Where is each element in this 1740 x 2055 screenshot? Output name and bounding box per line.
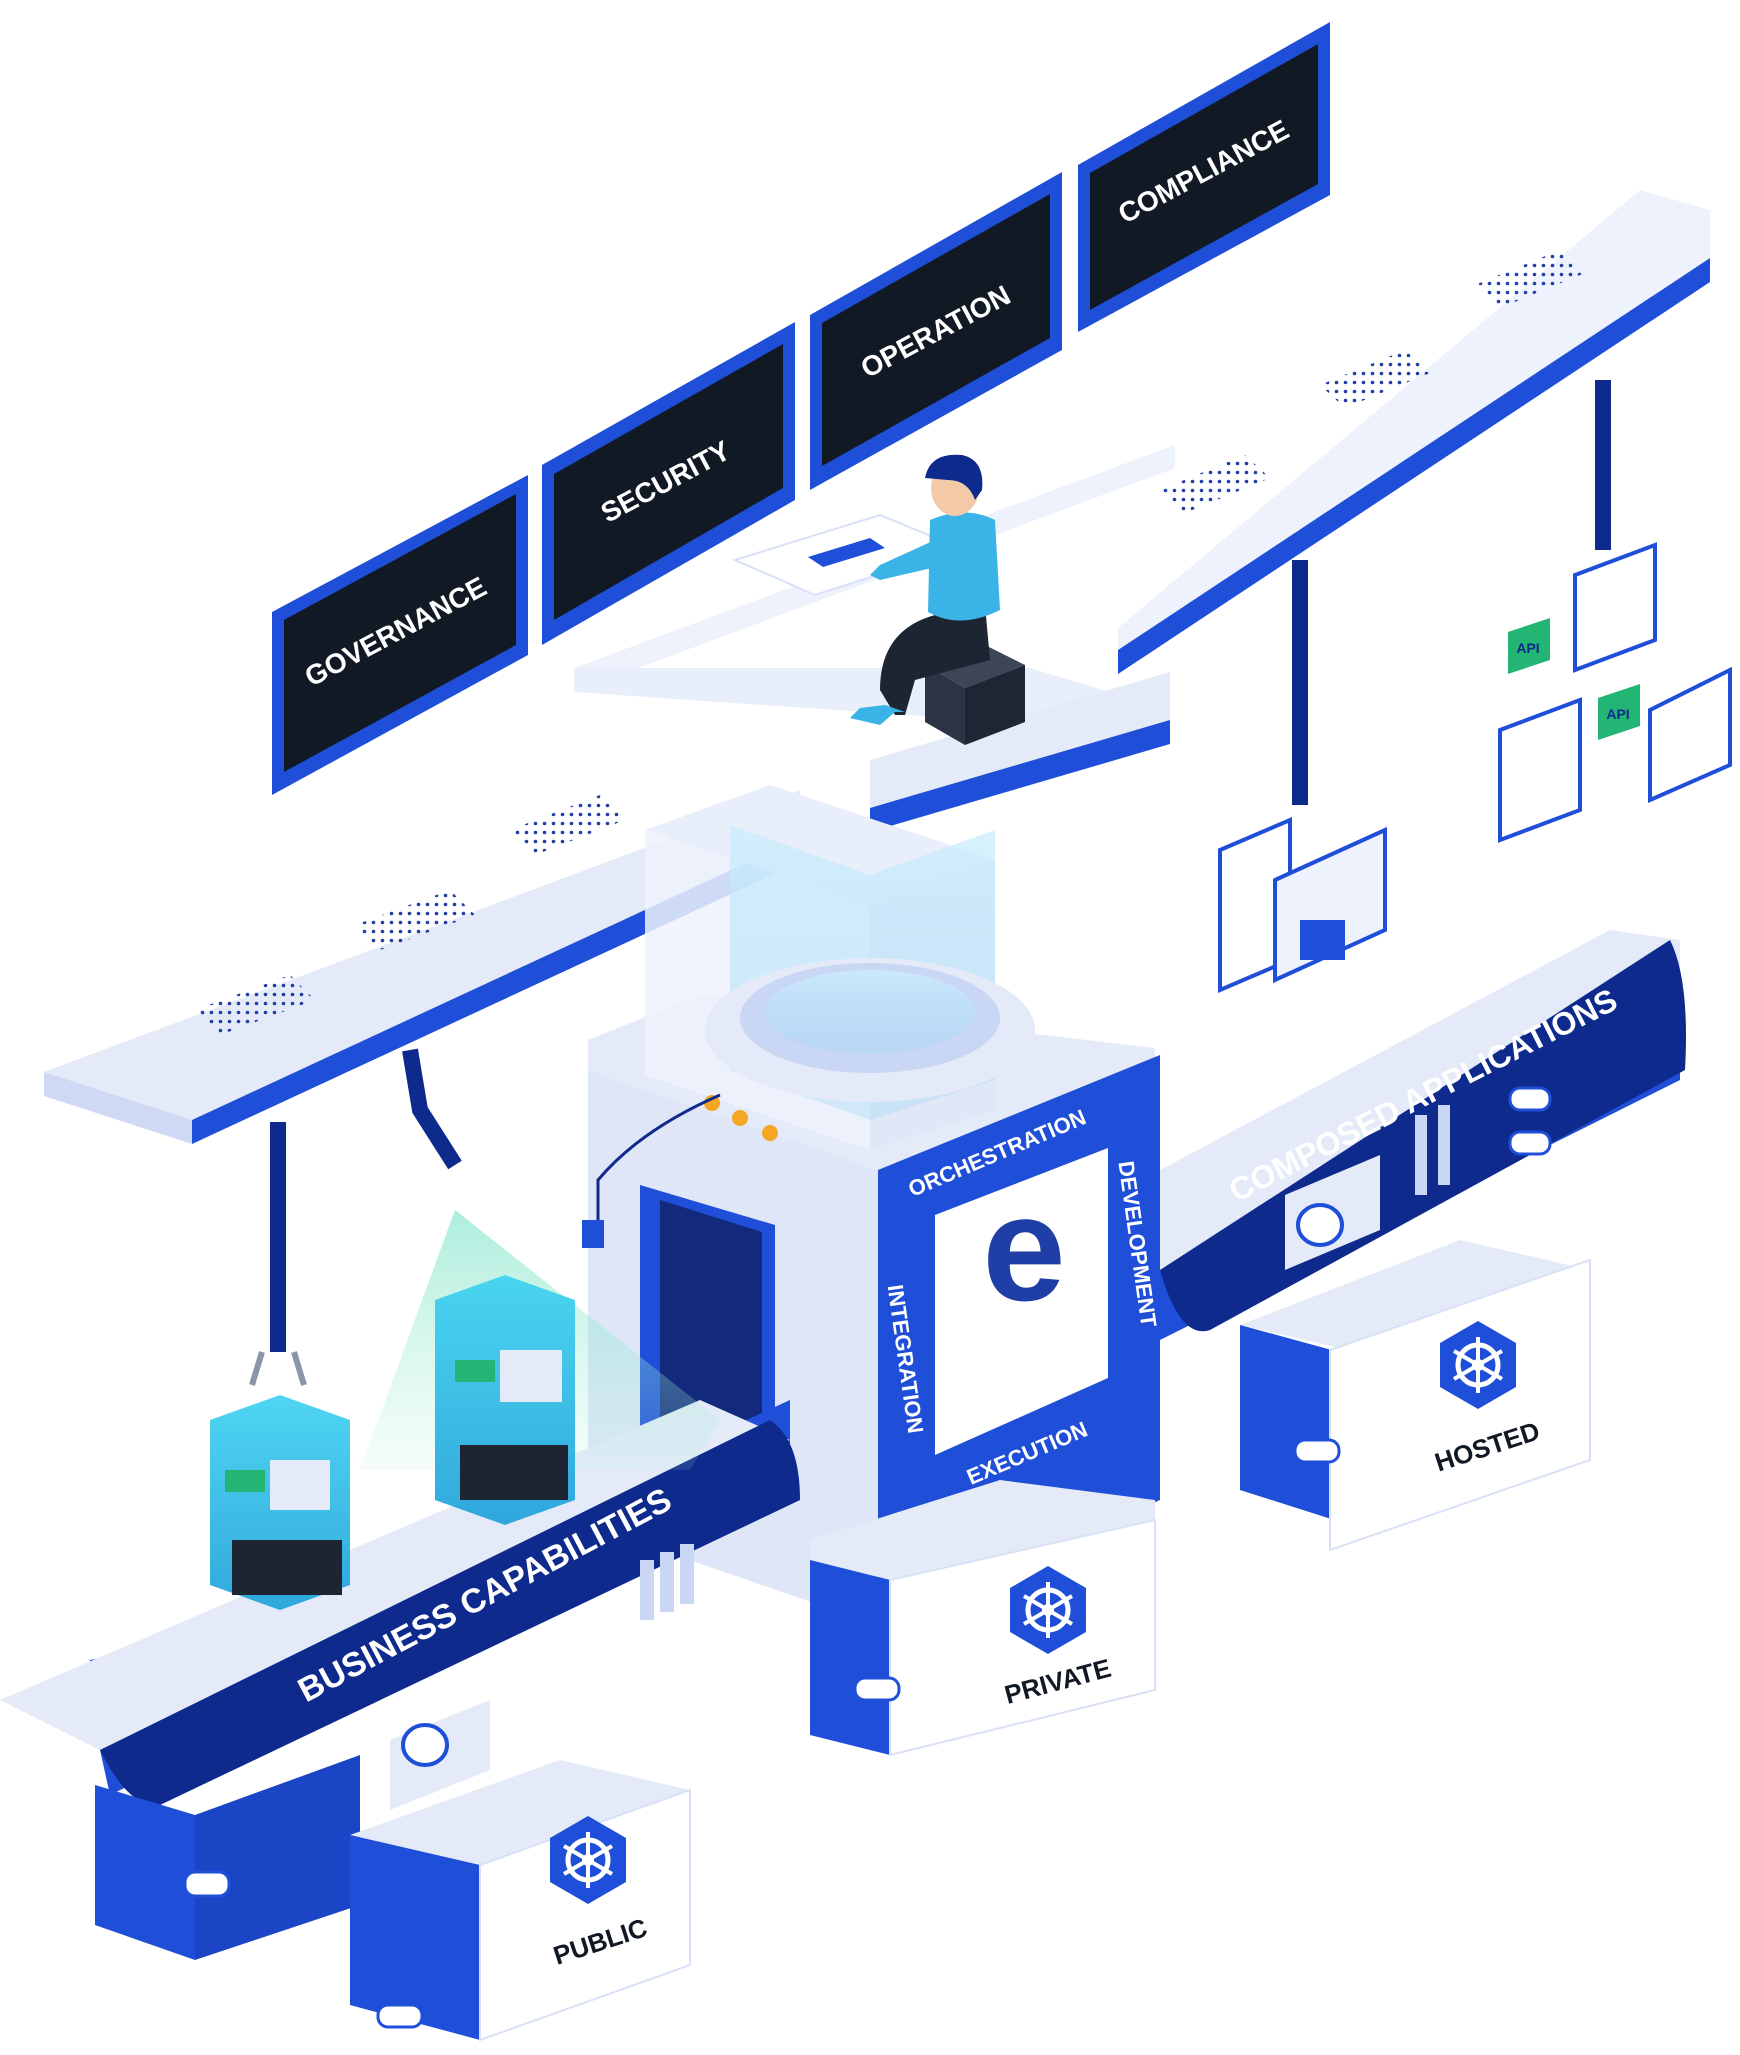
monitor-compliance: COMPLIANCE xyxy=(1078,22,1330,332)
component-icon xyxy=(225,1470,265,1492)
gauge-icon xyxy=(1296,1203,1344,1247)
robotic-arm xyxy=(1292,380,1611,805)
code-icon xyxy=(232,1540,342,1595)
app-card xyxy=(1218,816,1387,994)
monitor-security: SECURITY xyxy=(542,322,795,645)
api-label: API xyxy=(1516,640,1539,656)
image-icon xyxy=(1300,920,1345,960)
vent-icon xyxy=(195,975,315,1035)
machine-logo: e xyxy=(982,1164,1065,1332)
robotic-arm xyxy=(249,1122,307,1386)
image-icon xyxy=(270,1460,330,1510)
cluster-hosted: HOSTED xyxy=(1240,1240,1591,1552)
monitor-operation: OPERATION xyxy=(810,172,1062,490)
api-badge: API xyxy=(1508,618,1550,674)
capability-cube xyxy=(435,1275,575,1525)
vent-icon xyxy=(1475,250,1585,308)
laptop-icon xyxy=(808,538,885,567)
sensor-icon xyxy=(582,1220,604,1248)
cylinder-icon xyxy=(853,1676,901,1702)
api-badge: API xyxy=(1598,684,1640,740)
cylinder-icon xyxy=(183,1870,231,1898)
api-label: API xyxy=(1606,706,1629,722)
cylinder-icon xyxy=(1508,1130,1552,1156)
cluster-public: PUBLIC xyxy=(350,1760,691,2042)
vent-icon xyxy=(1160,455,1270,513)
cluster-private: PRIVATE xyxy=(810,1480,1156,1757)
cylinder-icon xyxy=(376,2003,424,2029)
image-icon xyxy=(500,1350,562,1402)
capability-cube xyxy=(210,1395,350,1610)
gauge-icon xyxy=(401,1723,449,1767)
cylinder-icon xyxy=(1508,1086,1552,1112)
vent-icon xyxy=(1320,350,1430,408)
indicator-light xyxy=(762,1125,778,1141)
monitor-governance: GOVERNANCE xyxy=(272,475,528,795)
indicator-light xyxy=(732,1110,748,1126)
app-card xyxy=(1498,542,1732,843)
vent-icon xyxy=(510,795,625,855)
component-icon xyxy=(455,1360,495,1382)
code-icon xyxy=(1648,666,1732,804)
operator-figure xyxy=(732,454,1025,745)
vent-icon xyxy=(355,890,475,950)
code-icon xyxy=(460,1445,568,1500)
cylinder-icon xyxy=(1293,1438,1341,1464)
